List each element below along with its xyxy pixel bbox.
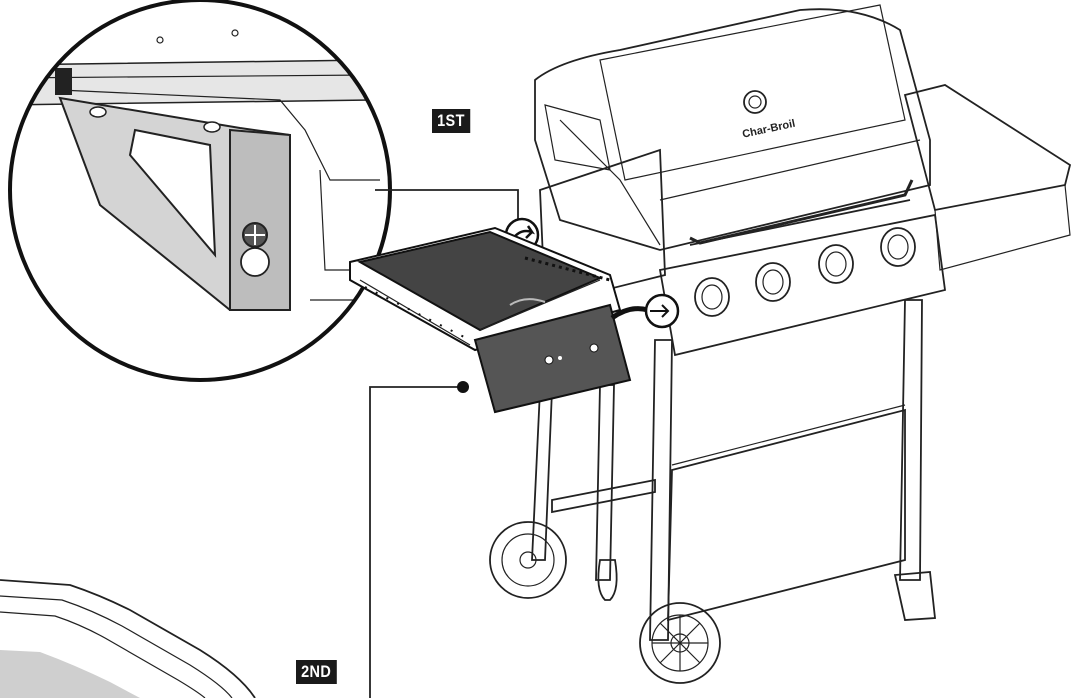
step-label-second: 2ND [296, 660, 337, 684]
control-knobs [694, 227, 916, 317]
svg-text:Char-Broil: Char-Broil [741, 118, 796, 141]
grill-cart [489, 299, 936, 684]
step-label-first: 1ST [432, 109, 470, 133]
side-shelf-being-attached [349, 226, 632, 414]
bottom-left-shelf-fragment [0, 579, 256, 698]
detail-zoom-circle [8, 0, 392, 382]
leader-line-2nd [369, 386, 462, 698]
leader-line-1st [375, 189, 519, 220]
brand-logo: Char-Broil [741, 118, 796, 141]
leader-dot-2nd [457, 381, 469, 393]
